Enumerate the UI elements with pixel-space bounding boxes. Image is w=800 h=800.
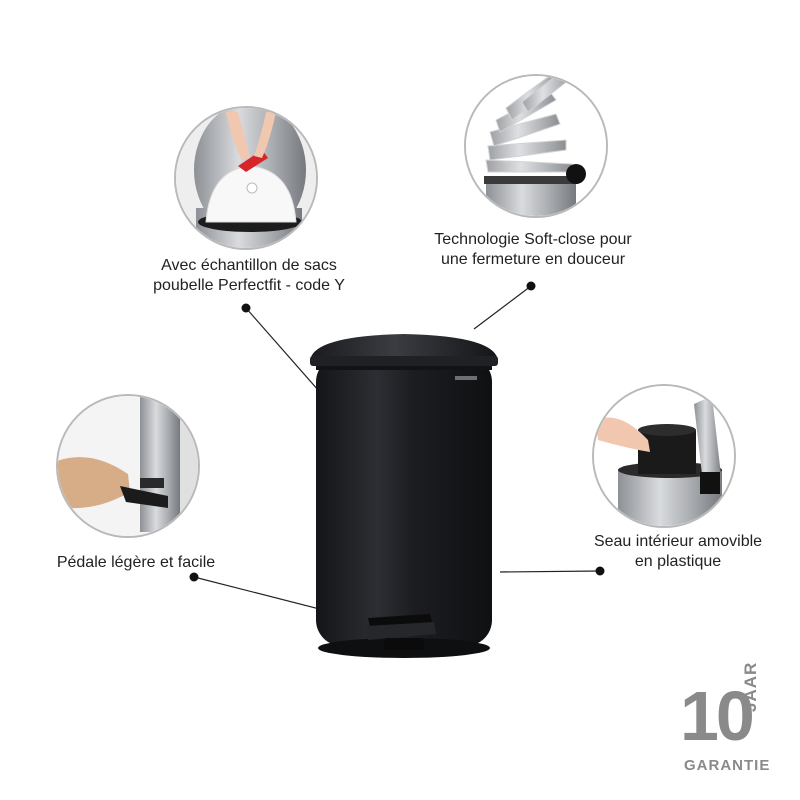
leader-soft-close xyxy=(473,285,532,330)
dot-bags xyxy=(241,303,251,313)
warranty-unit: JAAR xyxy=(741,661,760,712)
caption-soft-close-line2: une fermeture en douceur xyxy=(440,251,626,268)
warranty-years: 10 xyxy=(680,677,755,755)
detail-circle-bags xyxy=(174,106,318,250)
warranty-label: GARANTIE xyxy=(684,757,771,774)
dot-soft-close xyxy=(526,281,536,291)
caption-bags-line1: Avec échantillon de sacs xyxy=(161,257,337,274)
caption-pedal: Pédale légère et facile xyxy=(36,553,236,573)
caption-pedal-line1: Pédale légère et facile xyxy=(56,554,216,571)
caption-bucket-line2: en plastique xyxy=(634,553,722,570)
caption-bags-line2: poubelle Perfectfit - code Y xyxy=(153,277,345,294)
caption-bucket: Seau intérieur amovible en plastique xyxy=(560,532,796,572)
detail-circle-bucket xyxy=(592,384,736,528)
pedal-bin-image xyxy=(310,334,498,658)
brand-logo xyxy=(455,376,477,380)
caption-bucket-line1: Seau intérieur amovible xyxy=(593,533,763,550)
detail-circle-pedal xyxy=(56,394,200,538)
dot-bucket xyxy=(595,566,605,576)
warranty-badge: 10 JAAR GARANTIE xyxy=(680,662,780,784)
caption-soft-close: Technologie Soft-close pour une fermetur… xyxy=(400,230,666,270)
detail-circle-soft-close xyxy=(464,74,608,218)
caption-bags: Avec échantillon de sacs poubelle Perfec… xyxy=(118,256,380,296)
leader-bucket xyxy=(499,570,601,573)
caption-soft-close-line1: Technologie Soft-close pour xyxy=(434,231,632,248)
dot-pedal xyxy=(189,572,199,582)
